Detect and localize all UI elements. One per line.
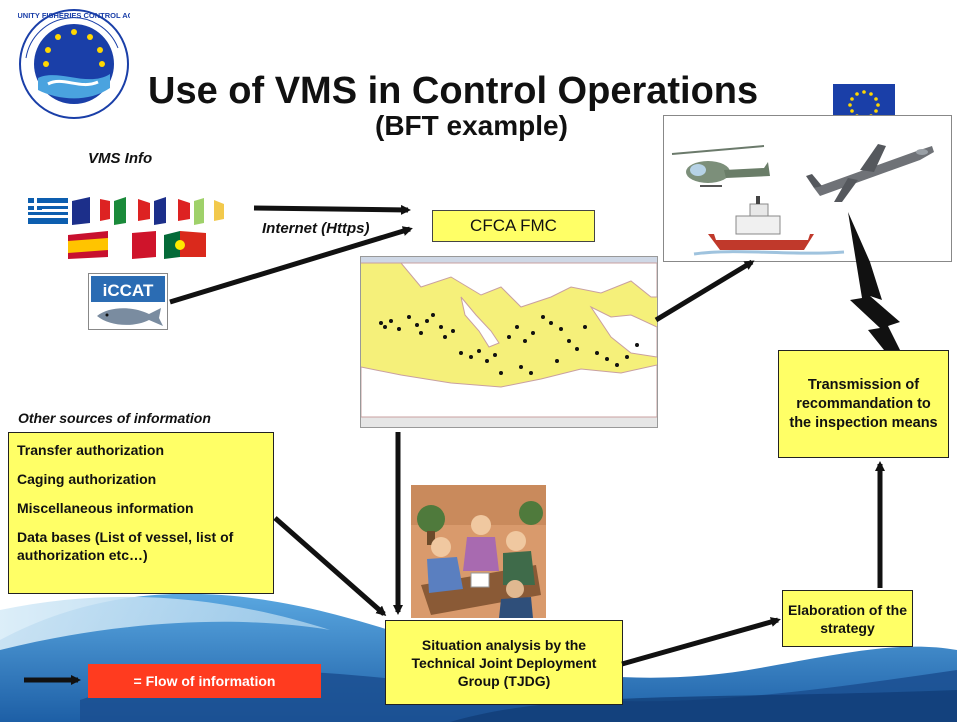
patrol-plane-icon xyxy=(806,144,934,202)
national-flag-icon xyxy=(72,197,110,225)
iccat-text: iCCAT xyxy=(103,281,154,300)
national-flags xyxy=(28,197,224,259)
slide-subtitle: (BFT example) xyxy=(375,110,568,141)
slide-title: Use of VMS in Control Operations xyxy=(148,70,759,112)
sources-box: Transfer authorization Caging authorizat… xyxy=(8,432,274,594)
source-item: Transfer authorization xyxy=(17,442,165,458)
national-flag-icon xyxy=(28,198,68,224)
situation-analysis-box: Situation analysis by the Technical Join… xyxy=(385,620,623,705)
national-flag-icon xyxy=(116,231,156,259)
national-flag-icon xyxy=(68,231,108,259)
source-item: Miscellaneous information xyxy=(17,500,194,516)
national-flag-icon xyxy=(154,197,190,225)
meeting-clipart xyxy=(411,485,546,618)
national-flag-icon xyxy=(194,198,224,225)
source-item: Data bases (List of vessel, list of auth… xyxy=(17,529,234,563)
agency-logo: COMMUNITY FISHERIES CONTROL AGENCY xyxy=(18,9,130,119)
patrol-boat-icon xyxy=(693,196,845,256)
vms-info-label: VMS Info xyxy=(88,150,153,167)
cfca-fmc-box: CFCA FMC xyxy=(432,210,595,242)
transmission-box: Transmission of recommandation to the in… xyxy=(778,350,949,458)
elaboration-box: Elaboration of the strategy xyxy=(782,590,913,647)
national-flag-icon xyxy=(114,197,150,225)
inspection-means-panel xyxy=(663,115,952,262)
legend-label: = Flow of information xyxy=(88,664,321,698)
internet-label: Internet (Https) xyxy=(262,220,370,237)
logo-text: COMMUNITY FISHERIES CONTROL AGENCY xyxy=(18,11,130,20)
other-sources-label: Other sources of information xyxy=(18,410,211,426)
helicopter-icon xyxy=(671,145,770,187)
national-flag-icon xyxy=(164,231,206,259)
mediterranean-map xyxy=(360,256,658,428)
source-item: Caging authorization xyxy=(17,471,157,487)
iccat-logo: iCCAT xyxy=(88,273,168,330)
